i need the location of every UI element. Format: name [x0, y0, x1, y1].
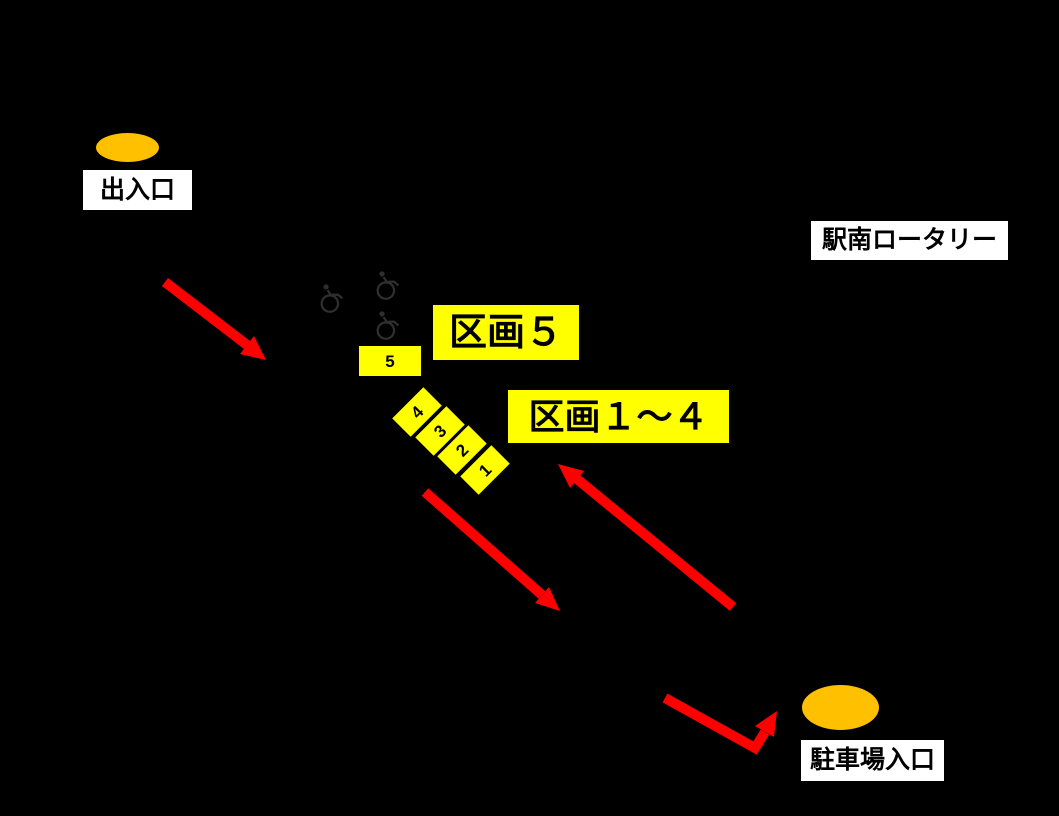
parking-entrance-label-text: 駐車場入口 [809, 746, 935, 774]
wheelchair-icon [320, 284, 344, 313]
stall-number: 5 [385, 351, 395, 371]
rotary-label: 駅南ロータリー [811, 221, 1008, 260]
section5-text: 区画５ [448, 311, 563, 354]
arrow-from-parking-entrance [662, 693, 777, 755]
stall-number: 1 [474, 459, 496, 481]
section5-callout: 区画５ [433, 305, 579, 360]
entrance-marker [96, 133, 159, 162]
stall-number: 2 [451, 439, 473, 461]
parking-entrance-marker [802, 685, 879, 730]
rotary-label-text: 駅南ロータリー [821, 226, 997, 254]
entrance-label: 出入口 [83, 170, 192, 210]
stall-number: 4 [406, 401, 428, 423]
route-arrows [161, 278, 777, 755]
stall-number: 3 [429, 420, 451, 442]
arrow-up-lane [558, 464, 737, 611]
wheelchair-icon [376, 311, 400, 340]
section1to4-text: 区画１～４ [528, 395, 709, 437]
entrance-label-text: 出入口 [99, 175, 175, 204]
arrow-from-entrance [161, 278, 266, 360]
section1to4-callout: 区画１～４ [508, 390, 729, 443]
arrow-down-lane [421, 488, 560, 611]
parking-stall-5: 5 [359, 346, 421, 376]
wheelchair-icon [376, 271, 400, 300]
parking-entrance-label: 駐車場入口 [801, 740, 944, 781]
